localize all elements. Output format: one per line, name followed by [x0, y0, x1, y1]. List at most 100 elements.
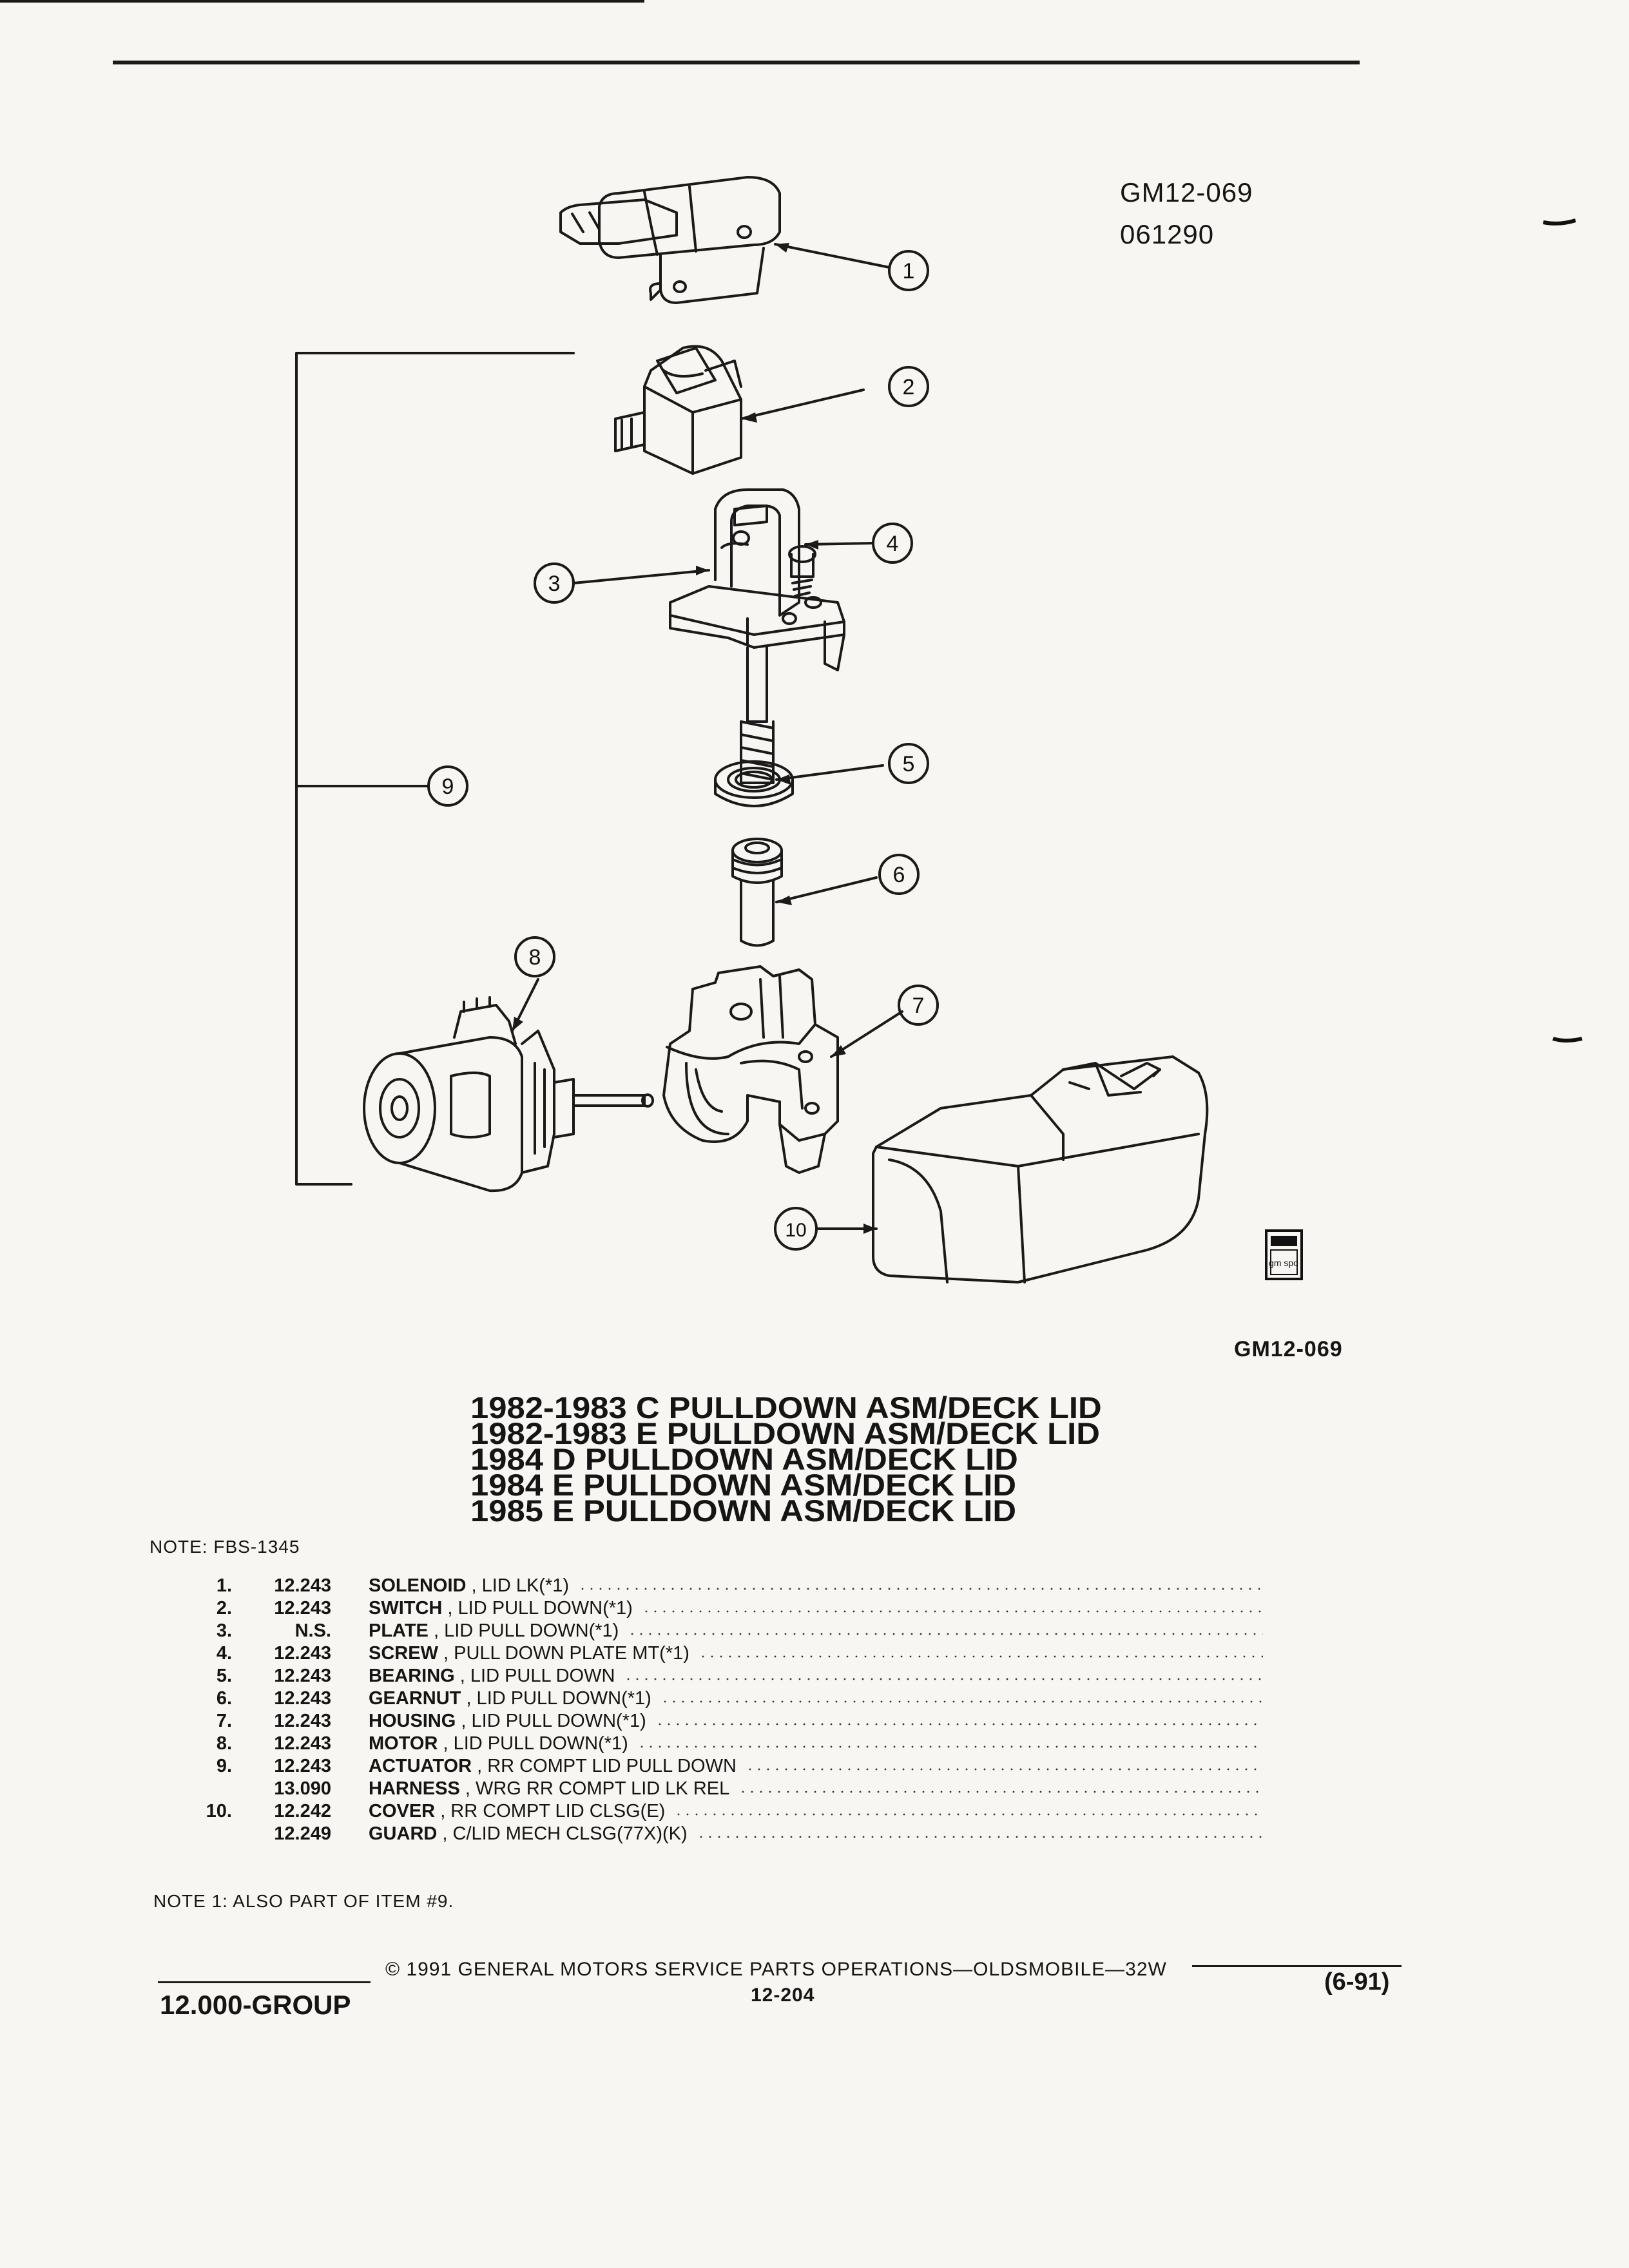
parts-list-row: 5. 12.243 BEARING , LID PULL DOWN: [193, 1666, 1263, 1688]
part-group-number: 13.090: [274, 1778, 331, 1799]
part-group-number: 12.242: [274, 1801, 331, 1821]
part-name-bold: SOLENOID: [369, 1575, 467, 1596]
callout-2: 2: [903, 375, 915, 399]
part-name: GEARNUT , LID PULL DOWN(*1): [369, 1688, 651, 1709]
part-name-bold: HOUSING: [369, 1711, 456, 1731]
pull-down-plate-part: [669, 488, 845, 784]
solenoid-part: [559, 176, 781, 304]
parts-list-row: 9. 12.243 ACTUATOR , RR COMPT LID PULL DOW…: [193, 1756, 1263, 1778]
parts-list-row: 1. 12.243 SOLENOID , LID LK(*1): [193, 1575, 1263, 1598]
part-name: COVER , RR COMPT LID CLSG(E): [369, 1801, 665, 1822]
parts-list-row: 10. 12.242 COVER , RR COMPT LID CLSG(E): [193, 1801, 1263, 1823]
part-item-number: 7.: [216, 1711, 232, 1731]
part-name-bold: BEARING: [369, 1666, 455, 1686]
part-name-bold: COVER: [369, 1801, 436, 1821]
revision-date: (6-91): [1324, 1968, 1390, 1995]
leader-dots: [660, 1700, 1263, 1703]
part-name-bold: ACTUATOR: [369, 1756, 472, 1776]
part-group-number: 12.243: [274, 1756, 331, 1776]
figure-code-bottom: GM12-069: [1234, 1337, 1343, 1361]
part-item-number: 2.: [216, 1598, 232, 1619]
part-group-number: N.S.: [294, 1620, 331, 1641]
part-item-number: 9.: [216, 1756, 232, 1776]
callout-7: 7: [912, 994, 925, 1018]
actuator-bracket-line: [295, 352, 575, 1186]
part-item-number: 1.: [216, 1575, 232, 1596]
leader-dots: [699, 1655, 1263, 1658]
cover-part: [872, 1055, 1209, 1283]
part-name: HARNESS , WRG RR COMPT LID LK REL: [369, 1778, 729, 1800]
part-item-number: 5.: [216, 1666, 232, 1686]
part-name-bold: MOTOR: [369, 1733, 438, 1754]
part-item-number: 10.: [206, 1801, 232, 1821]
title-block: 1982-1983 C PULLDOWN ASM/DECK LID 1982-1…: [470, 1390, 1375, 1526]
callout-5: 5: [903, 752, 915, 776]
part-name-bold: PLATE: [369, 1620, 429, 1641]
part-group-number: 12.249: [274, 1823, 331, 1844]
callout-4: 4: [887, 532, 899, 556]
part-name: HOUSING , LID PULL DOWN(*1): [369, 1711, 646, 1732]
title-line: 1984 E PULLDOWN ASM/DECK LID: [470, 1468, 1017, 1502]
callout-9: 9: [442, 774, 454, 799]
part-name: SWITCH , LID PULL DOWN(*1): [369, 1598, 633, 1619]
part-description: , LID PULL DOWN(*1): [456, 1711, 646, 1731]
part-group-number: 12.243: [274, 1575, 331, 1596]
part-description: , RR COMPT LID PULL DOWN: [472, 1756, 737, 1776]
part-name-bold: SCREW: [369, 1643, 438, 1664]
copyright-text: © 1991 GENERAL MOTORS SERVICE PARTS OPER…: [385, 1959, 1167, 1980]
parts-list-row: 2. 12.243 SWITCH , LID PULL DOWN(*1): [193, 1598, 1263, 1620]
leader-dots: [642, 1610, 1263, 1613]
parts-list-row: 3.N.S.PLATE , LID PULL DOWN(*1): [193, 1620, 1263, 1643]
housing-part: [662, 965, 839, 1174]
leader-dots: [578, 1588, 1263, 1590]
part-description: , C/LID MECH CLSG(77X)(K): [437, 1823, 688, 1844]
part-name-bold: HARNESS: [369, 1778, 460, 1799]
part-group-number: 12.243: [274, 1643, 331, 1664]
part-description: , LID PULL DOWN: [454, 1666, 615, 1686]
part-name: ACTUATOR , RR COMPT LID PULL DOWN: [369, 1756, 737, 1777]
part-group-number: 12.243: [274, 1688, 331, 1709]
footer-rule-left: [158, 1981, 371, 1983]
leader-dots: [697, 1836, 1263, 1838]
logo-text: gm spo: [1269, 1258, 1298, 1268]
part-group-number: 12.243: [274, 1598, 331, 1619]
leader-dots: [628, 1633, 1263, 1635]
part-description: , PULL DOWN PLATE MT(*1): [438, 1643, 689, 1664]
leader-dots: [637, 1745, 1263, 1748]
group-label: 12.000-GROUP: [160, 1990, 351, 2020]
title-line: 1982-1983 C PULLDOWN ASM/DECK LID: [470, 1390, 1102, 1425]
parts-list-row: 6. 12.243 GEARNUT , LID PULL DOWN(*1): [193, 1688, 1263, 1711]
exploded-parts-diagram: 1 2 3 4 5 6 7 8 9 10 gm spo: [295, 176, 1583, 1283]
part-description: , RR COMPT LID CLSG(E): [435, 1801, 666, 1821]
part-name-bold: GEARNUT: [369, 1688, 461, 1709]
note-fbs: NOTE: FBS-1345: [149, 1537, 300, 1557]
part-item-number: 4.: [216, 1643, 232, 1664]
part-name: BEARING , LID PULL DOWN: [369, 1666, 615, 1687]
part-item-number: 8.: [216, 1733, 232, 1754]
part-description: , LID LK(*1): [466, 1575, 570, 1596]
title-line: 1984 D PULLDOWN ASM/DECK LID: [470, 1442, 1018, 1476]
part-description: , LID PULL DOWN(*1): [442, 1598, 633, 1619]
callout-10: 10: [785, 1220, 806, 1241]
part-item-number: 6.: [216, 1688, 232, 1709]
parts-list-row: 12.249 GUARD , C/LID MECH CLSG(77X)(K): [193, 1823, 1263, 1846]
part-name: SCREW , PULL DOWN PLATE MT(*1): [369, 1643, 689, 1664]
title-line: 1982-1983 E PULLDOWN ASM/DECK LID: [470, 1416, 1100, 1450]
part-name: MOTOR , LID PULL DOWN(*1): [369, 1733, 628, 1754]
parts-list-row: 13.090 HARNESS , WRG RR COMPT LID LK REL: [193, 1778, 1263, 1801]
callout-8: 8: [529, 945, 541, 970]
part-group-number: 12.243: [274, 1666, 331, 1686]
part-name: GUARD , C/LID MECH CLSG(77X)(K): [369, 1823, 688, 1845]
part-name: PLATE , LID PULL DOWN(*1): [369, 1620, 619, 1642]
leader-dots: [674, 1813, 1263, 1816]
top-rule-short: [0, 0, 644, 3]
gearnut-part: [731, 838, 783, 947]
leader-dots: [655, 1723, 1263, 1725]
callout-3: 3: [548, 572, 561, 596]
switch-part: [614, 345, 742, 475]
note-footnote: NOTE 1: ALSO PART OF ITEM #9.: [153, 1891, 454, 1911]
leader-dots: [738, 1791, 1263, 1793]
figure-date-code: 061290: [1120, 219, 1215, 249]
